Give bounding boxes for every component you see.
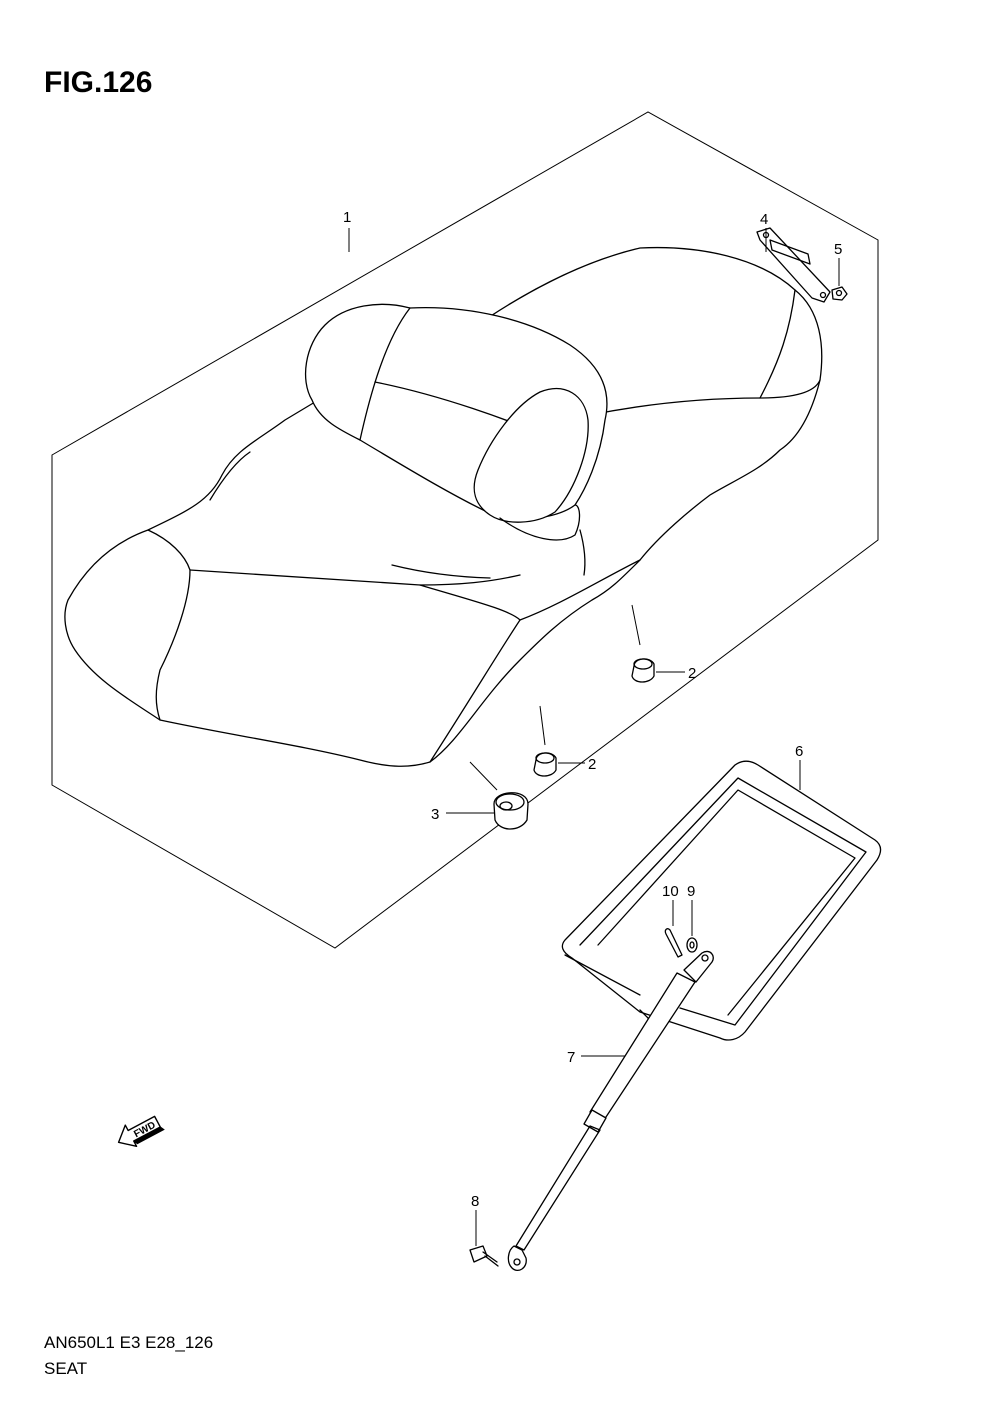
seat-assembly-boundary: [51, 111, 879, 949]
callout-2-lower: 2: [588, 756, 596, 773]
model-code: AN650L1 E3 E28_126: [44, 1333, 213, 1352]
bracket-part-4: [756, 227, 831, 303]
callout-4: 4: [760, 211, 768, 228]
cushion-part-2-lower: [533, 752, 557, 777]
callout-7: 7: [567, 1049, 575, 1066]
bolt-part-8: [469, 1245, 499, 1267]
callout-10: 10: [662, 883, 679, 900]
nut-part-5: [831, 286, 848, 301]
seat-part-1: [64, 246, 823, 767]
section-name: SEAT: [44, 1359, 87, 1378]
callout-9: 9: [687, 883, 695, 900]
callout-1: 1: [343, 209, 351, 226]
figure-title: FIG.126: [44, 66, 152, 99]
damper-part-7: [507, 950, 714, 1272]
callout-5: 5: [834, 241, 842, 258]
callout-3: 3: [431, 806, 439, 823]
callout-6: 6: [795, 743, 803, 760]
frame-part-6: [561, 760, 882, 1041]
cushion-part-2-upper: [631, 658, 655, 683]
callout-2-upper: 2: [688, 665, 696, 682]
cushion-part-3: [493, 792, 529, 830]
washer-part-9: [686, 937, 698, 953]
callout-8: 8: [471, 1193, 479, 1210]
leader-lines: [348, 228, 840, 1246]
fwd-arrow-icon: FWD: [117, 1115, 165, 1148]
clip-part-10: [664, 928, 683, 958]
